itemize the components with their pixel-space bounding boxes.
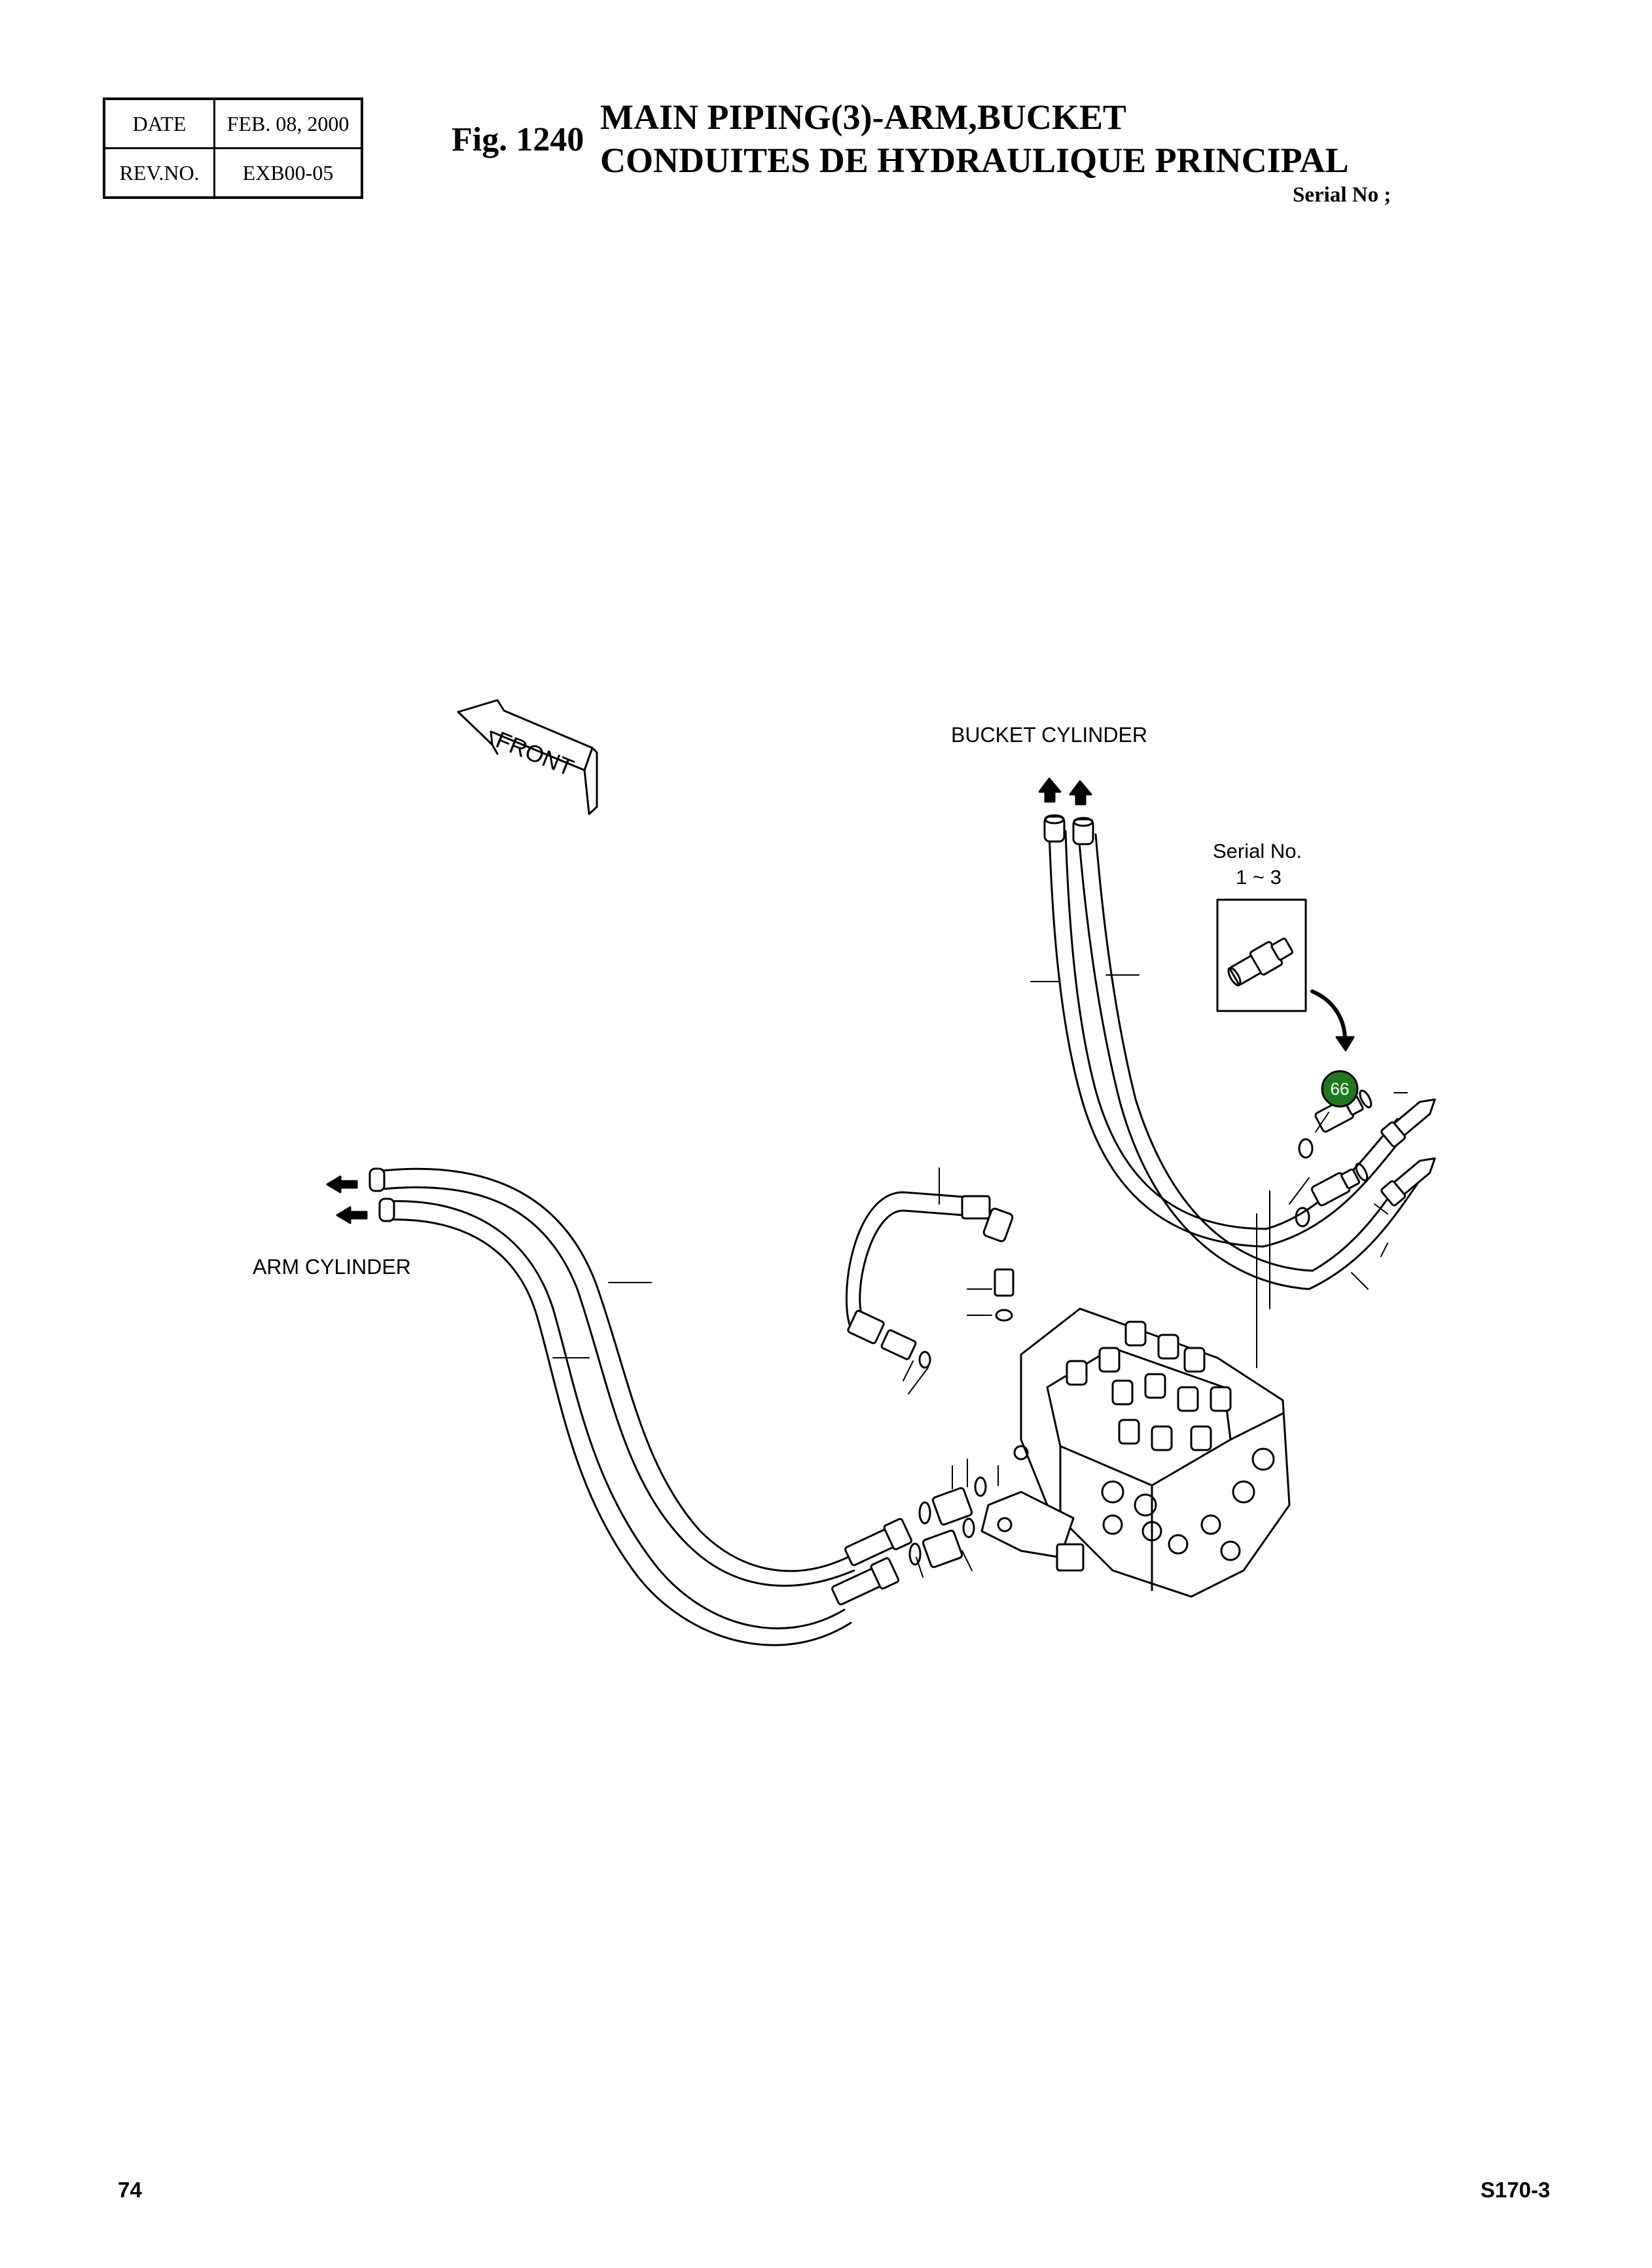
serial-heading: Serial No ; [1293, 183, 1392, 207]
bucket-hose-2 [1077, 833, 1314, 1290]
arm-hose-1 [375, 1167, 855, 1587]
date-label: DATE [103, 97, 215, 149]
bucket-fittings [1295, 1090, 1436, 1228]
model-code: S170-3 [1481, 2178, 1551, 2202]
bucket-direction-arrows-icon [1038, 777, 1092, 806]
control-valve [980, 1307, 1291, 1598]
inset-box [1216, 898, 1307, 1012]
pilot-hose [845, 1191, 1015, 1369]
date-value: FEB. 08, 2000 [213, 97, 363, 149]
arm-fittings [831, 1476, 987, 1606]
bucket-hose-end-fittings [1043, 814, 1094, 845]
figure-number: Fig. 1240 [452, 121, 584, 158]
valve-ports [1013, 1445, 1275, 1561]
svg-text:66: 66 [1331, 1079, 1350, 1099]
leader-lines [552, 974, 1408, 1578]
arm-hose-2 [385, 1200, 852, 1646]
revision-table: DATE FEB. 08, 2000 REV.NO. EXB00-05 [103, 97, 363, 199]
rev-label: REV.NO. [103, 147, 215, 199]
title-french: CONDUITES DE HYDRAULIQUE PRINCIPAL [600, 141, 1349, 180]
spool-caps [1066, 1320, 1232, 1451]
inset-serial-range: 1 ~ 3 [1236, 866, 1282, 889]
front-arrow-icon [457, 699, 598, 815]
page-number: 74 [118, 2178, 142, 2202]
arm-hose-end-fittings [368, 1167, 395, 1222]
callout-badge-66: 66 [1321, 1070, 1359, 1108]
title-english: MAIN PIPING(3)-ARM,BUCKET [600, 97, 1126, 137]
inset-serial-label: Serial No. [1213, 840, 1302, 862]
arm-cylinder-label: ARM CYLINDER [253, 1255, 411, 1279]
arm-direction-arrows-icon [326, 1175, 368, 1224]
bucket-cylinder-label: BUCKET CYLINDER [951, 723, 1147, 747]
rev-value: EXB00-05 [213, 147, 363, 199]
bucket-hose-1 [1048, 830, 1268, 1248]
